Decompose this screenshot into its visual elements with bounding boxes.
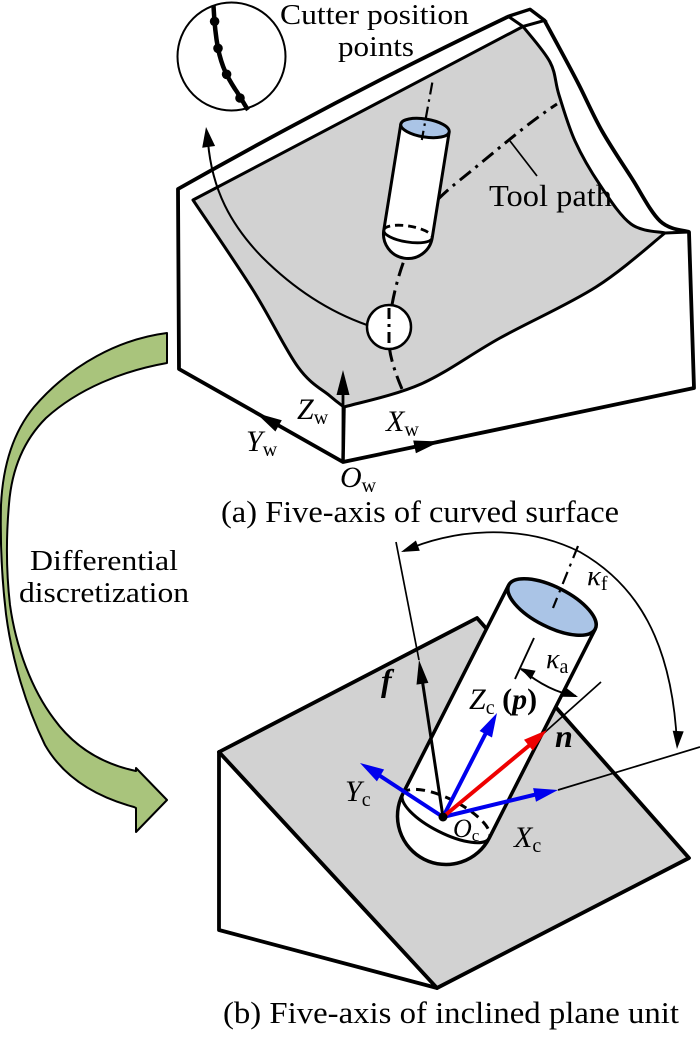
svg-text:Differential: Differential xyxy=(30,546,178,577)
svg-text:(b) Five-axis of inclined plan: (b) Five-axis of inclined plane unit xyxy=(223,995,679,1030)
svg-text:(a) Five-axis of curved surfac: (a) Five-axis of curved surface xyxy=(221,494,619,529)
svg-text:Zc (p): Zc (p) xyxy=(469,683,537,719)
svg-text:f: f xyxy=(381,662,395,698)
svg-text:points: points xyxy=(338,31,414,63)
svg-text:discretization: discretization xyxy=(19,578,189,609)
svg-text:Cutter position: Cutter position xyxy=(280,0,470,31)
svg-text:Tool path: Tool path xyxy=(489,178,613,213)
svg-text:n: n xyxy=(555,718,573,754)
